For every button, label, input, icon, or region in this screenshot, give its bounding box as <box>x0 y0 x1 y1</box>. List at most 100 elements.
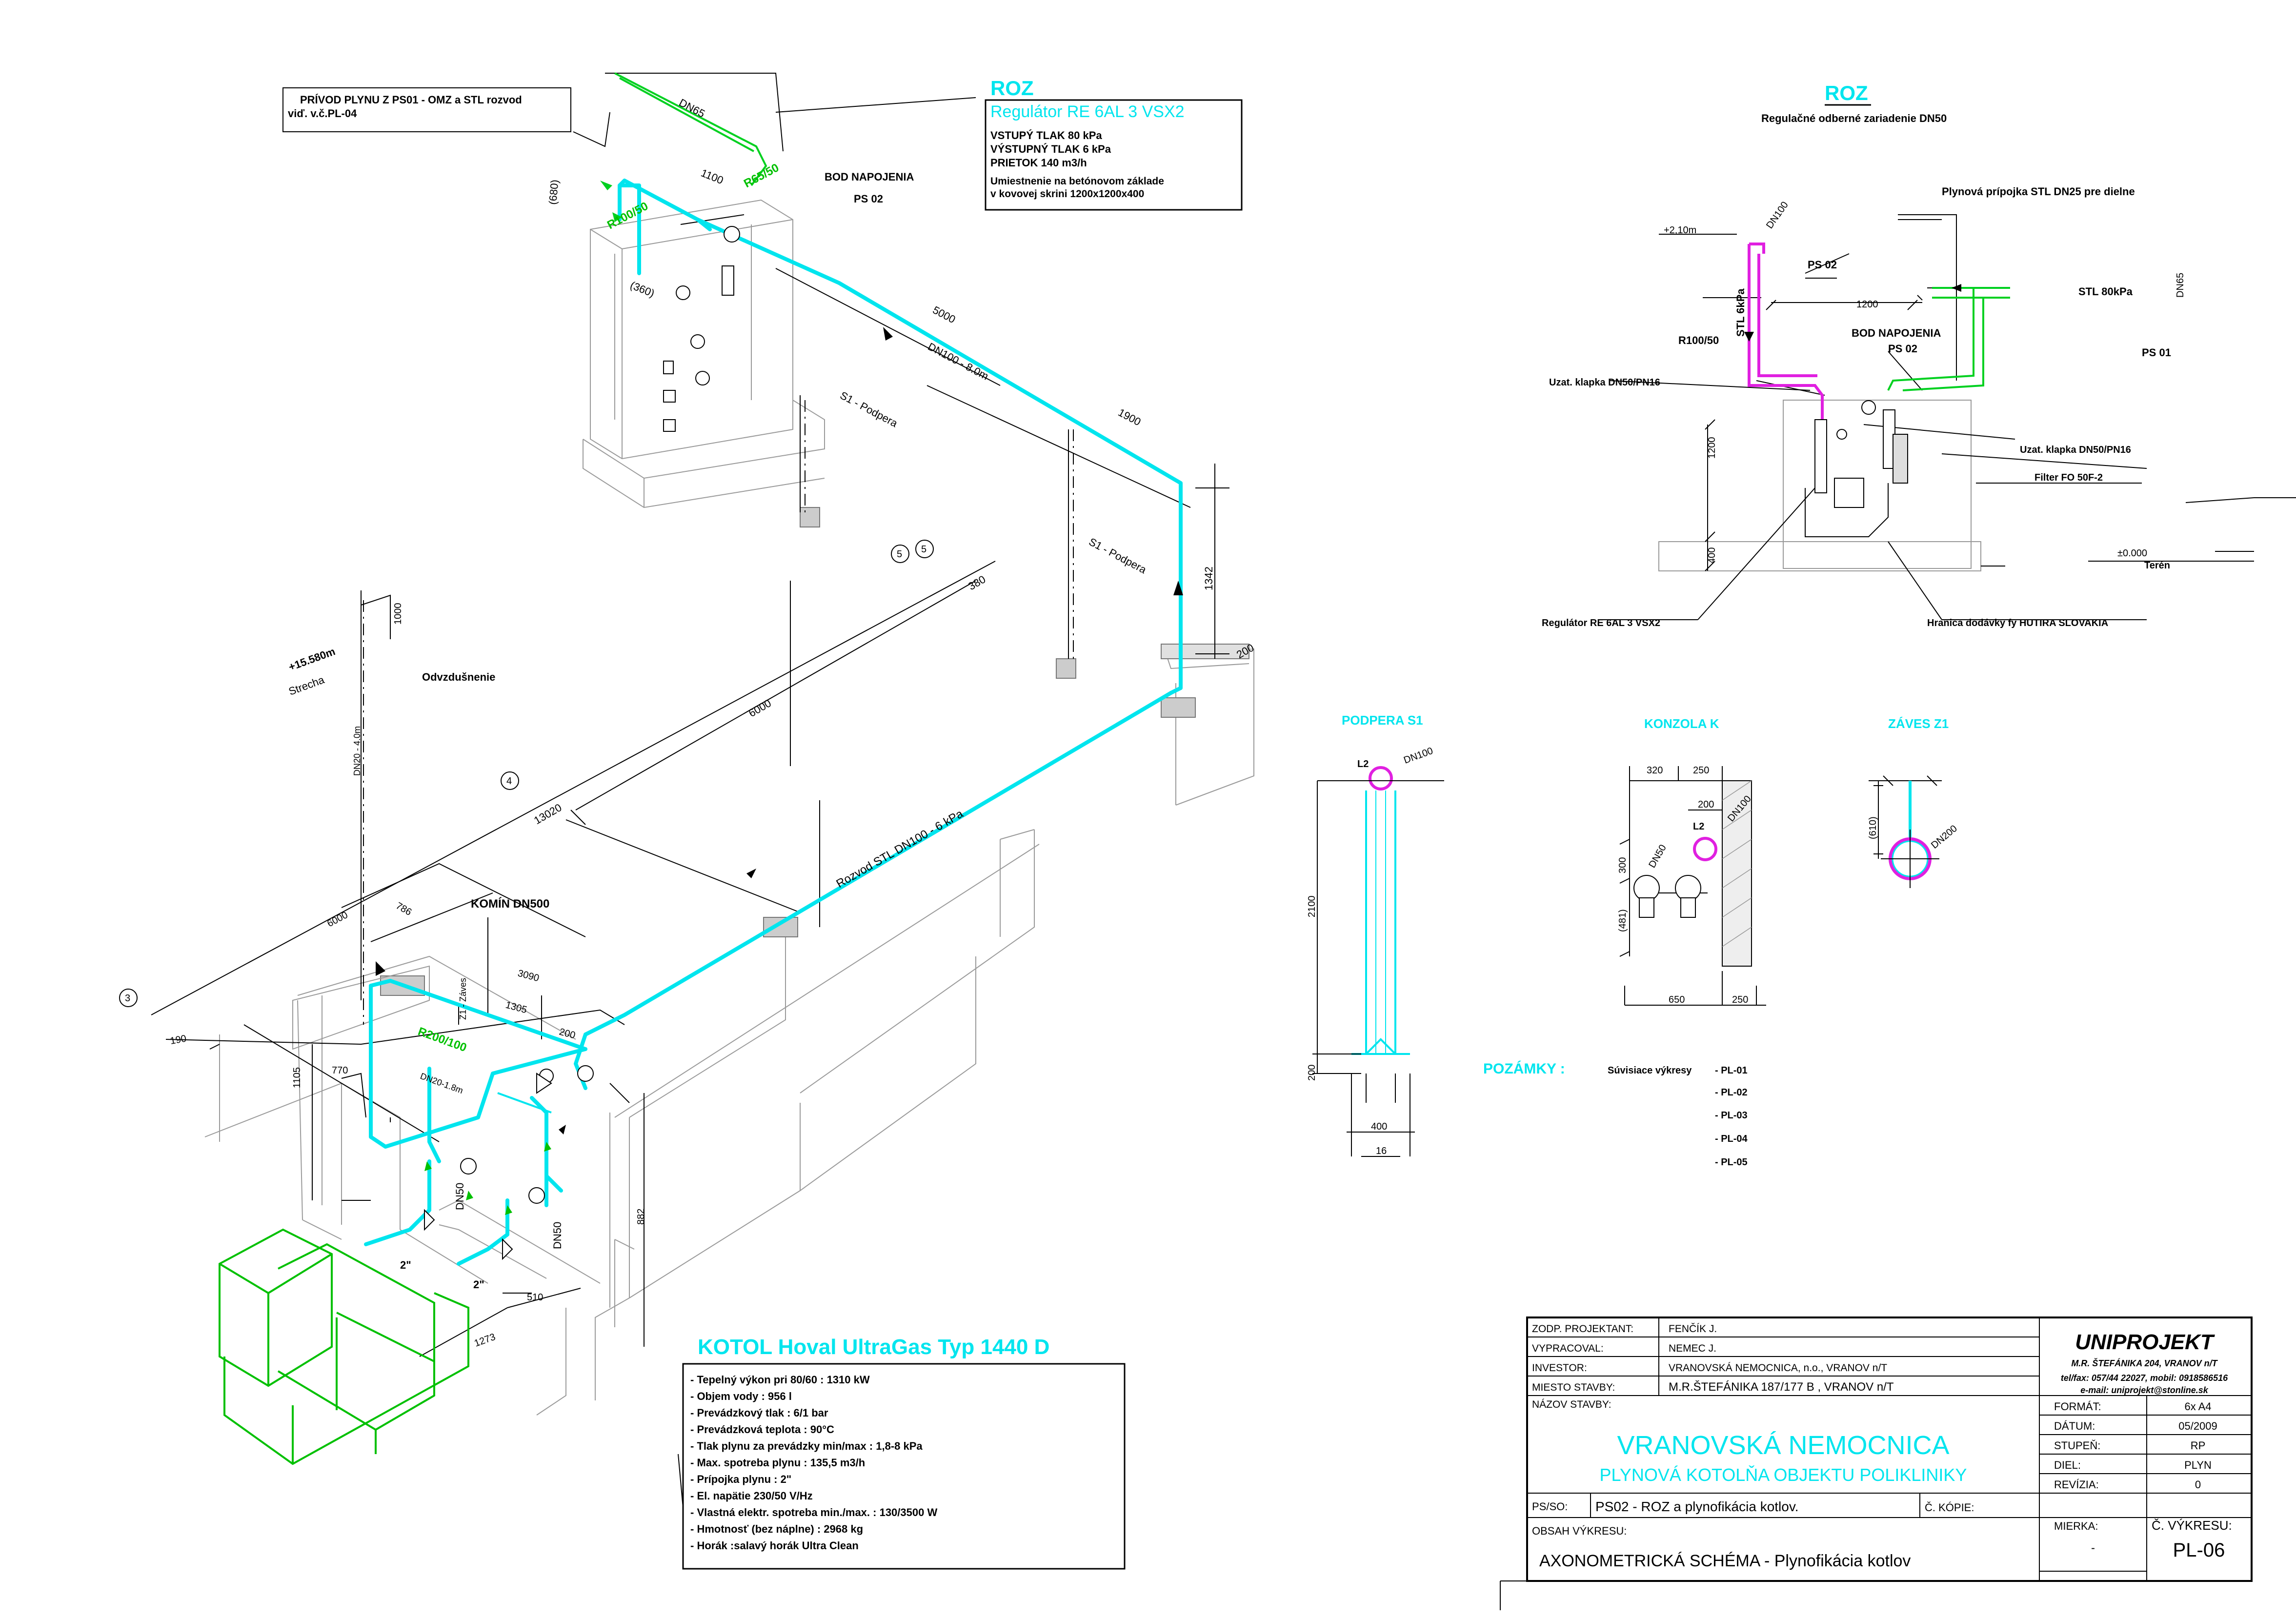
rd-uzat1: Uzat. klapka DN50/PN16 <box>1549 377 1660 388</box>
supply-note-2: viď. v.č.PL-04 <box>288 107 357 120</box>
tb-meta-label-0: FORMÁT: <box>2054 1400 2101 1413</box>
lbl-680: (680) <box>546 179 561 205</box>
lbl-r65: R65/50 <box>742 161 781 190</box>
kotol-spec-11: - Horák :salavý horák Ultra Clean <box>690 1539 859 1552</box>
podpera-400: 400 <box>1371 1121 1387 1132</box>
tb-mierka-label: MIERKA: <box>2054 1520 2098 1532</box>
roz-subtitle: Regulátor RE 6AL 3 VSX2 <box>990 102 1185 121</box>
tb-label-0: ZODP. PROJEKTANT: <box>1532 1323 1633 1335</box>
roz-detail-title: ROZ <box>1825 81 1868 104</box>
roz-detail: ROZ Regulačné odberné zariadenie DN50 <box>1542 81 2296 628</box>
konzola-l2: L2 <box>1693 821 1704 832</box>
tb-email: e-mail: uniprojekt@stonline.sk <box>2080 1385 2209 1395</box>
kotol-spec-6: - Max. spotreba plynu : 135,5 m3/h <box>690 1457 865 1469</box>
rd-400: 400 <box>1707 547 1717 564</box>
lbl-rozvod: Rozvod STL DN100 - 6 kPa <box>834 807 966 891</box>
notes-related: Súvisiace výkresy <box>1608 1065 1692 1076</box>
tb-addr: M.R. ŠTEFÁNIKA 204, VRANOV n/T <box>2071 1358 2218 1368</box>
lbl-dn20: DN20 - 4.0m <box>352 726 362 776</box>
roz-line-5: v kovovej skrini 1200x1200x400 <box>990 188 1144 200</box>
lbl-1900: 1900 <box>1116 406 1143 428</box>
tb-label-3: MIESTO STAVBY: <box>1532 1382 1615 1393</box>
kotol-spec-1: - Tepelný výkon pri 80/60 : 1310 kW <box>690 1374 870 1386</box>
lbl-3090: 3090 <box>517 968 541 984</box>
tb-stavba-2: PLYNOVÁ KOTOLŇA OBJEKTU POLIKLINIKY <box>1600 1465 1967 1485</box>
tb-value-3: M.R.ŠTEFÁNIKA 187/177 B , VRANOV n/T <box>1669 1380 1894 1394</box>
tb-meta-label-4: REVÍZIA: <box>2054 1478 2099 1491</box>
lbl-6000: 6000 <box>746 697 773 719</box>
kotol-spec-10: - Hmotnosť (bez náplne) : 2968 kg <box>690 1523 863 1535</box>
notes: POZÁMKY : Súvisiace výkresy - PL-01 - PL… <box>1483 1060 1748 1168</box>
axis-5b: 5 <box>921 544 926 555</box>
lbl-dn50b: DN50 <box>551 1222 564 1249</box>
roz-line-1: VSTUPÝ TLAK 80 kPa <box>990 129 1102 142</box>
rd-regulator: Regulátor RE 6AL 3 VSX2 <box>1542 618 1660 628</box>
tb-label-2: INVESTOR: <box>1532 1362 1587 1374</box>
tb-obsah-label: OBSAH VÝKRESU: <box>1532 1525 1627 1537</box>
kotol-spec-3: - Prevádzkový tlak : 6/1 bar <box>690 1407 828 1419</box>
tb-meta-value-3: PLYN <box>2184 1459 2212 1471</box>
konzola-320: 320 <box>1647 765 1663 776</box>
konzola-detail: KONZOLA K 320 250 200 L2 DN100 DN50 300 <box>1617 716 1766 1006</box>
lbl-1342: 1342 <box>1203 567 1215 590</box>
zaves-title: ZÁVES Z1 <box>1888 716 1949 731</box>
axis-3: 3 <box>125 993 130 1004</box>
rd-stl6: STL 6kPa <box>1734 288 1747 337</box>
rd-teren-lvl: ±0.000 <box>2117 548 2147 559</box>
tb-tel: tel/fax: 057/44 22027, mobil: 0918586516 <box>2061 1373 2228 1383</box>
podpera-title: PODPERA S1 <box>1342 713 1423 728</box>
tb-meta-label-1: DÁTUM: <box>2054 1420 2095 1432</box>
lbl-dn100: DN100 - 8.0m <box>926 340 991 382</box>
kotol-spec-box: KOTOL Hoval UltraGas Typ 1440 D - Tepeln… <box>682 1335 1126 1570</box>
rd-pripojka: Plynová prípojka STL DN25 pre dielne <box>1942 185 2135 198</box>
lbl-bod: BOD NAPOJENIA <box>825 171 914 183</box>
notes-item-2: - PL-02 <box>1715 1087 1748 1098</box>
lbl-komin: KOMÍN DN500 <box>471 897 549 911</box>
kotol-spec-9: - Vlastná elektr. spotreba min./max. : 1… <box>690 1506 937 1519</box>
tb-company: UNIPROJEKT <box>2075 1330 2215 1354</box>
konzola-250: 250 <box>1693 765 1709 776</box>
lbl-s1b: S1 - Podpera <box>1087 535 1149 576</box>
tb-meta-value-2: RP <box>2191 1439 2206 1452</box>
notes-item-5: - PL-05 <box>1715 1157 1748 1168</box>
konzola-250b: 250 <box>1732 994 1748 1005</box>
rd-ps01: PS 01 <box>2142 346 2171 359</box>
rd-dn65: DN65 <box>2175 273 2186 298</box>
axis-4: 4 <box>506 776 512 787</box>
kotol-spec-4: - Prevádzková teplota : 90°C <box>690 1423 834 1436</box>
notes-item-3: - PL-03 <box>1715 1110 1748 1121</box>
podpera-dn100: DN100 <box>1402 746 1434 766</box>
lbl-dn65: DN65 <box>677 96 707 120</box>
lbl-6000b: 6000 <box>325 910 350 929</box>
lbl-1305: 1305 <box>504 1000 528 1016</box>
tb-meta-label-2: STUPEŇ: <box>2054 1439 2100 1452</box>
lbl-z1: Z1 - Záves <box>458 978 468 1020</box>
tb-stavba-1: VRANOVSKÁ NEMOCNICA <box>1617 1431 1949 1460</box>
lbl-190: 190 <box>169 1033 187 1046</box>
roz-detail-subtitle: Regulačné odberné zariadenie DN50 <box>1761 112 1947 124</box>
lbl-r100: R100/50 <box>605 200 650 232</box>
rd-uzat2: Uzat. klapka DN50/PN16 <box>2020 445 2131 455</box>
rd-filter: Filter FO 50F-2 <box>2034 472 2103 483</box>
kotol-spec-5: - Tlak plynu za prevádzky min/max : 1,8-… <box>690 1440 923 1452</box>
konzola-650: 650 <box>1669 994 1685 1005</box>
roz-line-3: PRIETOK 140 m3/h <box>990 157 1087 169</box>
lbl-360: (360) <box>628 279 656 299</box>
lbl-1105: 1105 <box>292 1067 302 1088</box>
lbl-2b: 2" <box>473 1278 484 1291</box>
tb-ps-value: PS02 - ROZ a plynofikácia kotlov. <box>1595 1499 1799 1514</box>
rd-ps02: PS 02 <box>1808 259 1837 271</box>
lbl-380: 380 <box>966 573 987 592</box>
tb-meta-value-1: 05/2009 <box>2178 1420 2217 1432</box>
lbl-5000: 5000 <box>931 304 958 325</box>
tb-kopie-label: Č. KÓPIE: <box>1925 1501 1974 1514</box>
podpera-l2: L2 <box>1357 759 1369 770</box>
tb-stavba-label: NÁZOV STAVBY: <box>1532 1399 1611 1410</box>
notes-title: POZÁMKY : <box>1483 1060 1565 1077</box>
rd-1200v: 1200 <box>1707 437 1717 459</box>
kotol-title: KOTOL Hoval UltraGas Typ 1440 D <box>698 1335 1049 1359</box>
rd-dn100: DN100 <box>1764 200 1791 231</box>
roz-line-2: VÝSTUPNÝ TLAK 6 kPa <box>990 143 1111 155</box>
kotol-spec-8: - El. napätie 230/50 V/Hz <box>690 1490 813 1502</box>
tb-value-0: FENČÍK J. <box>1669 1323 1717 1335</box>
